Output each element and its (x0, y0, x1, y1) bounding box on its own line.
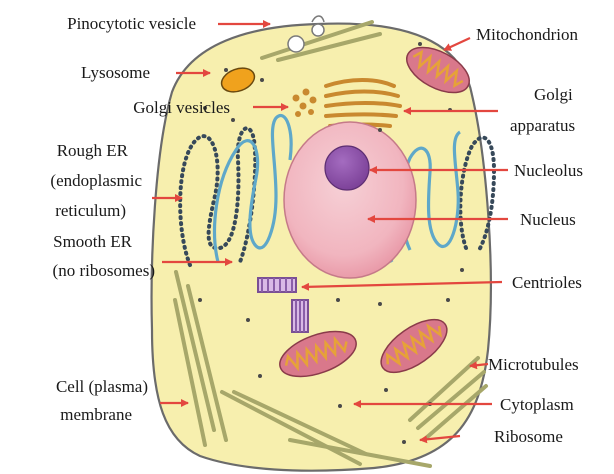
label-smooth-er: Smooth ER (53, 232, 133, 251)
label-nucleolus: Nucleolus (514, 161, 583, 180)
nucleus (284, 122, 416, 278)
label-golgi-vesicles: Golgi vesicles (133, 98, 230, 117)
label-rough-er-line2: (endoplasmic (50, 171, 142, 190)
label-golgi-apparatus-line2: apparatus (510, 116, 575, 135)
label-golgi-apparatus: Golgi (534, 85, 573, 104)
label-ribosome: Ribosome (494, 427, 563, 446)
label-cell-membrane: Cell (plasma) (56, 377, 148, 396)
label-lysosome: Lysosome (81, 63, 150, 82)
label-rough-er-line3: reticulum) (55, 201, 126, 220)
label-nucleus: Nucleus (520, 210, 576, 229)
label-cytoplasm: Cytoplasm (500, 395, 574, 414)
arrow-mitochondrion (444, 38, 470, 50)
label-microtubules: Microtubules (488, 355, 579, 374)
label-pinocytotic-vesicle: Pinocytotic vesicle (67, 14, 196, 33)
right-labels: Mitochondrion Golgi apparatus Nucleolus … (476, 25, 583, 446)
label-centrioles: Centrioles (512, 273, 582, 292)
label-cell-membrane-line2: membrane (60, 405, 132, 424)
nucleolus (325, 146, 369, 190)
label-smooth-er-line2: (no ribosomes) (53, 261, 155, 280)
label-rough-er: Rough ER (57, 141, 129, 160)
label-mitochondrion: Mitochondrion (476, 25, 578, 44)
